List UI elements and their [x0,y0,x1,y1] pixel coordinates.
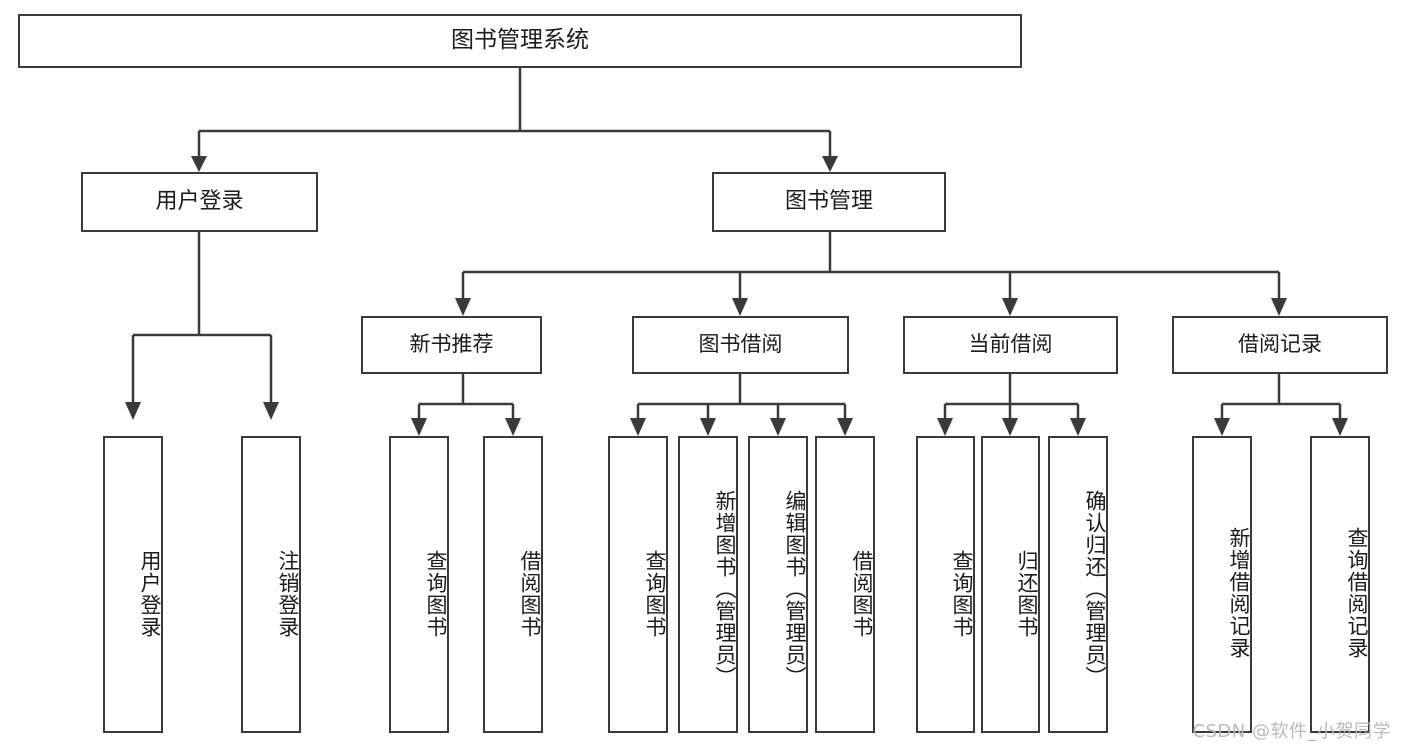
leaf-borrow-add-book-admin[interactable]: 新增图书（管理员） [678,436,738,733]
node-label: 确认归还（管理员） [1083,489,1107,688]
leaf-borrow-query-book[interactable]: 查询图书 [608,436,668,733]
node-book-borrow[interactable]: 图书借阅 [632,316,849,374]
leaf-current-return-book[interactable]: 归还图书 [981,436,1040,733]
node-label: 用户登录 [138,549,162,638]
node-label: 图书管理 [784,188,873,214]
node-label: 编辑图书（管理员） [783,489,807,688]
leaf-recommend-query-book[interactable]: 查询图书 [389,436,449,733]
leaf-current-query-book[interactable]: 查询图书 [916,436,975,733]
leaf-borrow-borrow-book[interactable]: 借阅图书 [815,436,875,733]
leaf-user-login-login[interactable]: 用户登录 [103,436,163,733]
node-label: 查询图书 [424,549,448,638]
node-label: 注销登录 [276,549,300,638]
node-user-login[interactable]: 用户登录 [81,172,318,232]
node-current-borrow[interactable]: 当前借阅 [903,316,1118,374]
node-root-system[interactable]: 图书管理系统 [18,14,1022,68]
leaf-user-login-logout[interactable]: 注销登录 [241,436,301,733]
node-label: 新书推荐 [409,332,494,357]
node-label: 借阅图书 [518,549,542,638]
leaf-recommend-borrow-book[interactable]: 借阅图书 [483,436,543,733]
node-label: 新增图书（管理员） [713,489,737,688]
node-borrow-record[interactable]: 借阅记录 [1172,316,1388,374]
node-label: 归还图书 [1015,549,1039,638]
leaf-record-add-record[interactable]: 新增借阅记录 [1192,436,1252,733]
node-label: 用户登录 [155,188,244,214]
node-label: 图书借阅 [698,332,783,357]
node-label: 查询图书 [950,549,974,638]
node-label: 图书管理系统 [451,27,589,54]
node-label: 借阅记录 [1238,332,1322,357]
leaf-borrow-edit-book-admin[interactable]: 编辑图书（管理员） [748,436,808,733]
node-label: 当前借阅 [968,332,1053,357]
leaf-current-confirm-return-admin[interactable]: 确认归还（管理员） [1048,436,1108,733]
node-label: 查询图书 [643,549,667,638]
node-label: 查询借阅记录 [1345,526,1369,659]
node-book-management[interactable]: 图书管理 [712,172,946,232]
leaf-record-query-record[interactable]: 查询借阅记录 [1310,436,1370,733]
node-new-book-recommend[interactable]: 新书推荐 [361,316,542,374]
node-label: 新增借阅记录 [1227,526,1251,659]
node-label: 借阅图书 [850,549,874,638]
